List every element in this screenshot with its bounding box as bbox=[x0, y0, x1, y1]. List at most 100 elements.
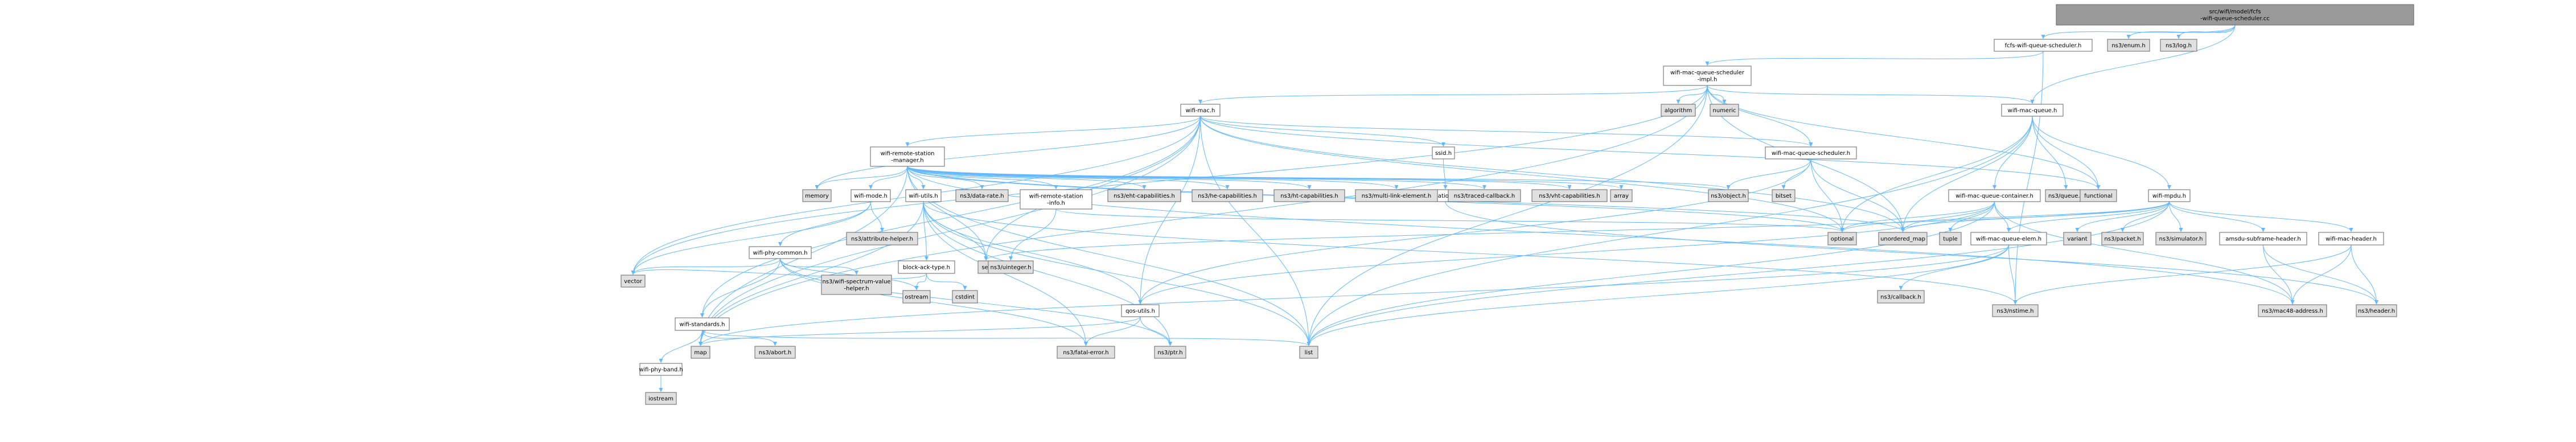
node-algorithm[interactable]: algorithm bbox=[1661, 104, 1696, 117]
node-tuple[interactable]: tuple bbox=[1939, 232, 1962, 245]
node-box bbox=[1708, 189, 1749, 202]
node-wifi-remote-station-manager-h[interactable]: wifi-remote-station-manager.h bbox=[870, 146, 945, 167]
node-ns3-eht-capabilities-h[interactable]: ns3/eht-capabilities.h bbox=[1107, 189, 1181, 202]
node-ns3-object-h[interactable]: ns3/object.h bbox=[1708, 189, 1749, 202]
node-ns3-simulator-h[interactable]: ns3/simulator.h bbox=[2155, 232, 2207, 245]
node-label: map bbox=[694, 350, 706, 356]
node-cstdint[interactable]: cstdint bbox=[952, 290, 978, 304]
node-ns3-packet-h[interactable]: ns3/packet.h bbox=[2101, 232, 2144, 245]
node-label-line: bitset bbox=[1776, 193, 1792, 199]
node-label-line: -manager.h bbox=[891, 158, 923, 164]
node-ssid-h[interactable]: ssid.h bbox=[1432, 146, 1455, 159]
node-ns3-traced-callback-h[interactable]: ns3/traced-callback.h bbox=[1448, 189, 1521, 202]
edge-wrsm-to-he_cap bbox=[907, 166, 1230, 190]
edge-wrsm-to-mle bbox=[907, 166, 1399, 190]
node-ostream[interactable]: ostream bbox=[902, 290, 931, 304]
node-label-line: wifi-mode.h bbox=[854, 193, 888, 199]
node-label: wifi-phy-band.h bbox=[639, 367, 683, 373]
node-wifi-mac-header-h[interactable]: wifi-mac-header.h bbox=[2318, 232, 2384, 245]
node-iostream[interactable]: iostream bbox=[645, 392, 677, 405]
node-ns3-log-h[interactable]: ns3/log.h bbox=[2160, 39, 2197, 52]
node-label: numeric bbox=[1713, 108, 1736, 114]
node-ns3-header-h[interactable]: ns3/header.h bbox=[2356, 304, 2397, 317]
node-wifi-phy-band-h[interactable]: wifi-phy-band.h bbox=[639, 363, 683, 376]
node-list[interactable]: list bbox=[1299, 346, 1318, 359]
node-fcfs-wifi-queue-scheduler-h[interactable]: fcfs-wifi-queue-scheduler.h bbox=[1994, 39, 2093, 52]
node-ns3-callback-h[interactable]: ns3/callback.h bbox=[1877, 290, 1925, 304]
node-label-line: ns3/log.h bbox=[2166, 43, 2192, 49]
node-ns3-abort-h[interactable]: ns3/abort.h bbox=[754, 346, 796, 359]
node-wifi-mpdu-h[interactable]: wifi-mpdu.h bbox=[2148, 189, 2191, 202]
edge-sched_impl-to-map bbox=[699, 85, 1708, 346]
node-label-line: ns3/eht-capabilities.h bbox=[1114, 193, 1175, 199]
node-label: fcfs-wifi-queue-scheduler.h bbox=[2005, 43, 2082, 49]
edge-wrsi-to-uinteger bbox=[1009, 208, 1057, 261]
node-box bbox=[2080, 189, 2117, 202]
node-src-wifi-model-fcfs-wifi-queue-scheduler-cc[interactable]: src/wifi/model/fcfs-wifi-queue-scheduler… bbox=[2056, 4, 2414, 26]
edge-qos_utils-to-ptr bbox=[1140, 316, 1172, 346]
node-wifi-utils-h[interactable]: wifi-utils.h bbox=[905, 189, 942, 202]
node-label: ns3/packet.h bbox=[2104, 236, 2140, 243]
node-box bbox=[988, 260, 1034, 274]
node-label: src/wifi/model/fcfs-wifi-queue-scheduler… bbox=[2200, 9, 2270, 22]
node-wifi-phy-common-h[interactable]: wifi-phy-common.h bbox=[749, 246, 812, 259]
node-variant[interactable]: variant bbox=[2063, 232, 2092, 245]
edge-sched_impl-to-list bbox=[1307, 85, 1708, 346]
node-box bbox=[1448, 189, 1521, 202]
edge-sched_impl-to-algorithm bbox=[1676, 85, 1708, 104]
node-wifi-standards-h[interactable]: wifi-standards.h bbox=[675, 317, 730, 331]
node-label-line: set bbox=[981, 265, 990, 271]
node-ns3-he-capabilities-h[interactable]: ns3/he-capabilities.h bbox=[1192, 189, 1263, 202]
node-ns3-multi-link-element-h[interactable]: ns3/multi-link-element.h bbox=[1355, 189, 1438, 202]
node-block-ack-type-h[interactable]: block-ack-type.h bbox=[898, 260, 955, 274]
edge-wifi_utils-to-block_ack bbox=[923, 201, 928, 261]
node-box bbox=[1765, 146, 1857, 159]
node-box bbox=[870, 146, 945, 167]
node-ns3-mac48-address-h[interactable]: ns3/mac48-address.h bbox=[2258, 304, 2327, 317]
node-ns3-attribute-helper-h[interactable]: ns3/attribute-helper.h bbox=[846, 232, 918, 245]
node-wifi-mac-queue-h[interactable]: wifi-mac-queue.h bbox=[2001, 104, 2064, 117]
node-numeric[interactable]: numeric bbox=[1710, 104, 1739, 117]
node-box bbox=[621, 275, 646, 288]
node-ns3-nstime-h[interactable]: ns3/nstime.h bbox=[1992, 304, 2039, 317]
node-ns3-queue-h[interactable]: ns3/queue.h bbox=[2045, 189, 2087, 202]
node-wifi-remote-station-info-h[interactable]: wifi-remote-station-info.h bbox=[1020, 189, 1092, 210]
node-label-line: wifi-information-element.h bbox=[1408, 193, 1484, 199]
node-functional[interactable]: functional bbox=[2080, 189, 2117, 202]
node-label-line: ns3/callback.h bbox=[1880, 294, 1921, 301]
edge-wifi_mac-to-qos_utils bbox=[1138, 116, 1201, 305]
node-bitset[interactable]: bitset bbox=[1772, 189, 1796, 202]
node-box bbox=[1355, 189, 1438, 202]
node-box bbox=[1020, 189, 1092, 210]
node-ns3-enum-h[interactable]: ns3/enum.h bbox=[2107, 39, 2150, 52]
node-array[interactable]: array bbox=[1610, 189, 1633, 202]
node-wifi-mac-queue-scheduler-h[interactable]: wifi-mac-queue-scheduler.h bbox=[1765, 146, 1857, 159]
node-amsdu-subframe-header-h[interactable]: amsdu-subframe-header.h bbox=[2219, 232, 2307, 245]
edge-wifi_mode-to-attr_helper bbox=[870, 201, 884, 232]
node-vector[interactable]: vector bbox=[621, 275, 646, 288]
edge-wifi_mac-to-memory bbox=[815, 116, 1201, 190]
node-unordered-map[interactable]: unordered_map bbox=[1878, 232, 1928, 245]
node-ns3-data-rate-h[interactable]: ns3/data-rate.h bbox=[955, 189, 1009, 202]
node-label: ns3/data-rate.h bbox=[960, 193, 1004, 199]
node-label-line: wifi-mpdu.h bbox=[2152, 193, 2186, 199]
node-map[interactable]: map bbox=[691, 346, 710, 359]
node-memory[interactable]: memory bbox=[802, 189, 832, 202]
node-ns3-ptr-h[interactable]: ns3/ptr.h bbox=[1154, 346, 1186, 359]
node-wifi-mac-queue-elem-h[interactable]: wifi-mac-queue-elem.h bbox=[1970, 232, 2047, 245]
node-wifi-mode-h[interactable]: wifi-mode.h bbox=[851, 189, 891, 202]
edge-wpc-to-vector bbox=[631, 258, 780, 275]
node-optional[interactable]: optional bbox=[1827, 232, 1857, 245]
node-label-line: ns3/ptr.h bbox=[1157, 350, 1182, 356]
node-ns3-wifi-spectrum-value-helper-h[interactable]: ns3/wifi-spectrum-value-helper.h bbox=[821, 275, 892, 295]
node-ns3-uinteger-h[interactable]: ns3/uinteger.h bbox=[988, 260, 1034, 274]
node-ns3-ht-capabilities-h[interactable]: ns3/ht-capabilities.h bbox=[1273, 189, 1345, 202]
node-wifi-mac-queue-scheduler-impl-h[interactable]: wifi-mac-queue-scheduler-impl.h bbox=[1663, 66, 1752, 86]
node-qos-utils-h[interactable]: qos-utils.h bbox=[1121, 304, 1160, 317]
node-ns3-fatal-error-h[interactable]: ns3/fatal-error.h bbox=[1057, 346, 1115, 359]
node-label-line: fcfs-wifi-queue-scheduler.h bbox=[2005, 43, 2082, 49]
node-wifi-mac-queue-container-h[interactable]: wifi-mac-queue-container.h bbox=[1948, 189, 2041, 202]
node-ns3-vht-capabilities-h[interactable]: ns3/vht-capabilities.h bbox=[1531, 189, 1608, 202]
node-wifi-mac-h[interactable]: wifi-mac.h bbox=[1180, 104, 1221, 117]
edge-wmq-to-mpdu bbox=[2032, 116, 2171, 190]
